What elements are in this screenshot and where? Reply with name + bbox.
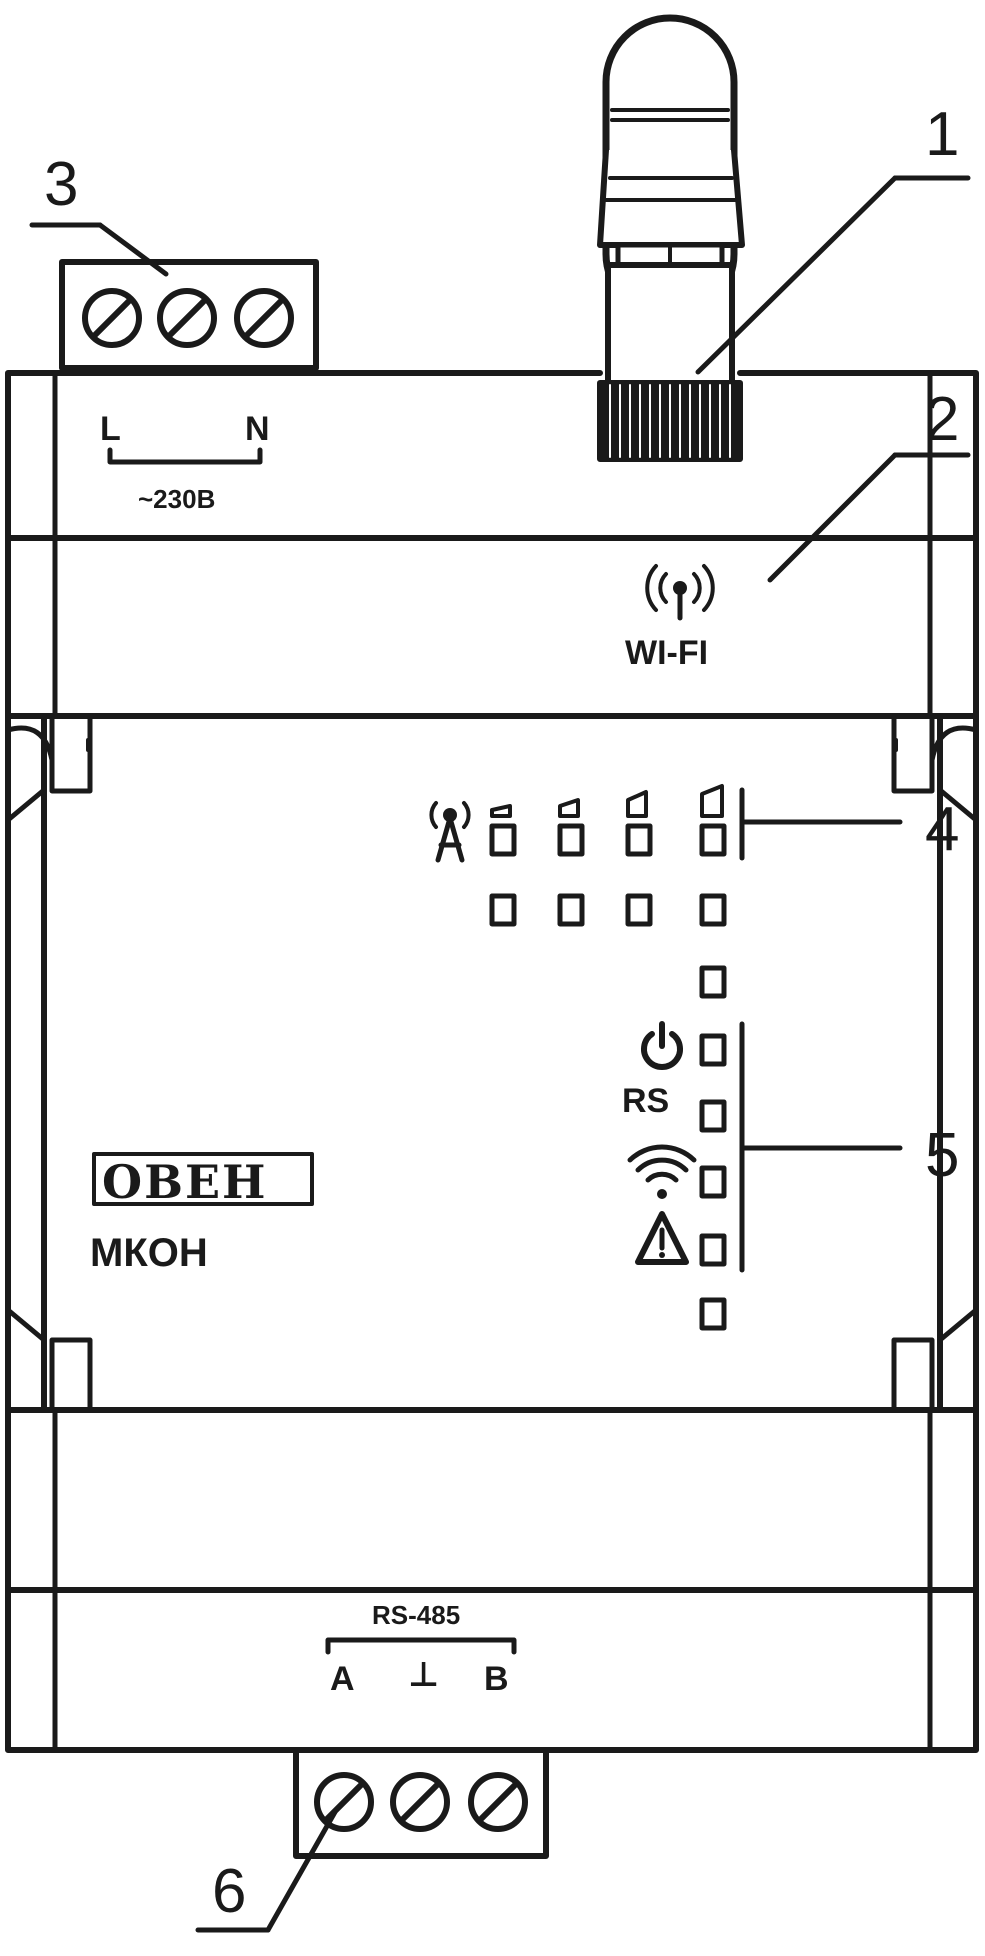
rs485-label-group: RS-485 A ⊥ B [325,1600,517,1698]
callout-number-1: 1 [925,100,959,169]
antenna [597,14,745,462]
led-square [699,893,727,927]
led-square [625,823,653,857]
bar-icon-3 [626,790,648,818]
warning-icon [635,1211,689,1265]
screw-terminal [82,288,142,348]
callout-2: 2 [767,385,971,583]
housing [5,370,979,1753]
callout-3: 3 [29,150,169,277]
led-square [625,893,653,927]
rs485-terminal-block [293,1747,549,1859]
signal-strength-leds [429,784,727,999]
callout-1: 1 [695,100,971,375]
callout-4: 4 [739,787,959,864]
led-square [699,1297,727,1331]
led-alarm [699,1233,727,1267]
led-square [557,823,585,857]
callout-5: 5 [739,1021,959,1273]
callout-number-4: 4 [925,795,959,864]
led-square [699,823,727,857]
signal-tower-icon [429,801,471,863]
label-ground: ⊥ [408,1656,439,1694]
screw-terminal [157,288,217,348]
wifi-icon [627,1144,697,1199]
wifi-text: WI-FI [625,634,708,672]
bar-icon-2 [558,798,580,818]
brand-text: ОВЕН [102,1155,267,1209]
label-l: L [100,410,121,448]
callout-6: 6 [195,1809,338,1933]
power-label-group: L N ~230B [100,410,270,514]
led-wifi [699,1165,727,1199]
led-square [489,893,517,927]
bar-icon-4 [700,784,724,818]
label-b: B [484,1660,509,1698]
label-a: A [330,1660,355,1698]
led-square [699,965,727,999]
voltage-label: ~230B [138,484,215,514]
screw-terminal [390,1772,450,1832]
power-terminal-block [59,259,319,371]
led-rs [699,1099,727,1133]
brand-logo: ОВЕН [92,1152,314,1209]
label-n: N [245,410,270,448]
led-square [557,893,585,927]
led-power [699,1033,727,1067]
screw-terminal [234,288,294,348]
callout-number-2: 2 [925,385,959,454]
power-icon [641,1021,683,1070]
wifi-module-label: WI-FI [625,564,715,672]
antenna-signal-icon [645,564,715,621]
model-name: МКОН [90,1231,208,1275]
screw-terminal [468,1772,528,1832]
callout-number-5: 5 [925,1121,959,1190]
bar-icon-1 [490,804,512,818]
led-square [489,823,517,857]
rs-status-label: RS [622,1082,669,1120]
rs485-title: RS-485 [372,1600,460,1630]
callout-number-3: 3 [44,150,78,219]
status-leds: RS [622,1021,727,1331]
callout-number-6: 6 [212,1857,246,1926]
